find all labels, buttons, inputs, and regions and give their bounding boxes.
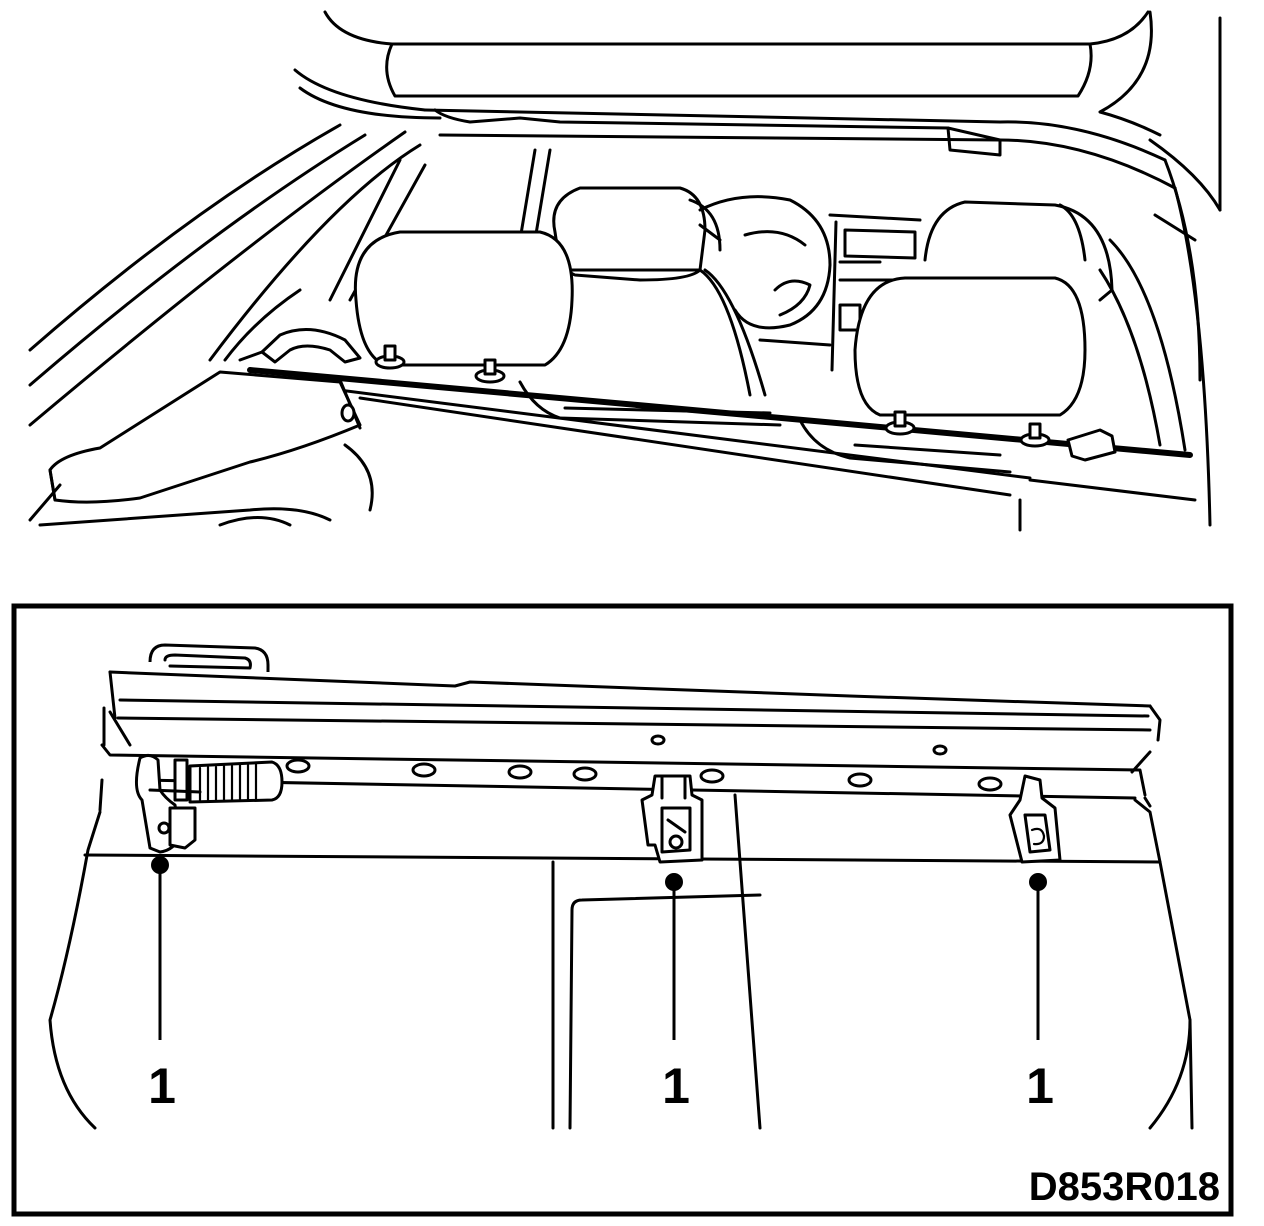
callout-label-1: 1 [148, 1058, 176, 1114]
side-trim-panel [28, 370, 374, 527]
center-seatback [570, 268, 752, 397]
shelf-end-block [1066, 428, 1117, 462]
shelf-handle [260, 328, 362, 364]
shelf-detail-view: 1 1 1 [48, 643, 1194, 1130]
rear-headrest-right [853, 276, 1087, 417]
center-latch-clip [640, 774, 704, 864]
dashboard-console [758, 213, 922, 372]
car-interior-view [28, 10, 1222, 532]
drawing-code: D853R018 [1029, 1165, 1220, 1209]
left-pin-with-spring [135, 753, 284, 854]
detail-frame [11, 603, 1234, 1217]
c-pillar-lines [28, 68, 1222, 527]
callout-label-2: 1 [662, 1058, 690, 1114]
shelf-studs [374, 344, 1051, 448]
callout-leader-2 [665, 873, 683, 1040]
callout-leader-3 [1029, 873, 1047, 1040]
steering-wheel [698, 195, 832, 330]
roof-headliner [323, 10, 1222, 212]
right-hook-clip [1008, 774, 1062, 864]
callout-leader-1 [151, 856, 169, 1040]
rear-window-frame [433, 108, 1002, 142]
callout-label-3: 1 [1026, 1058, 1054, 1114]
